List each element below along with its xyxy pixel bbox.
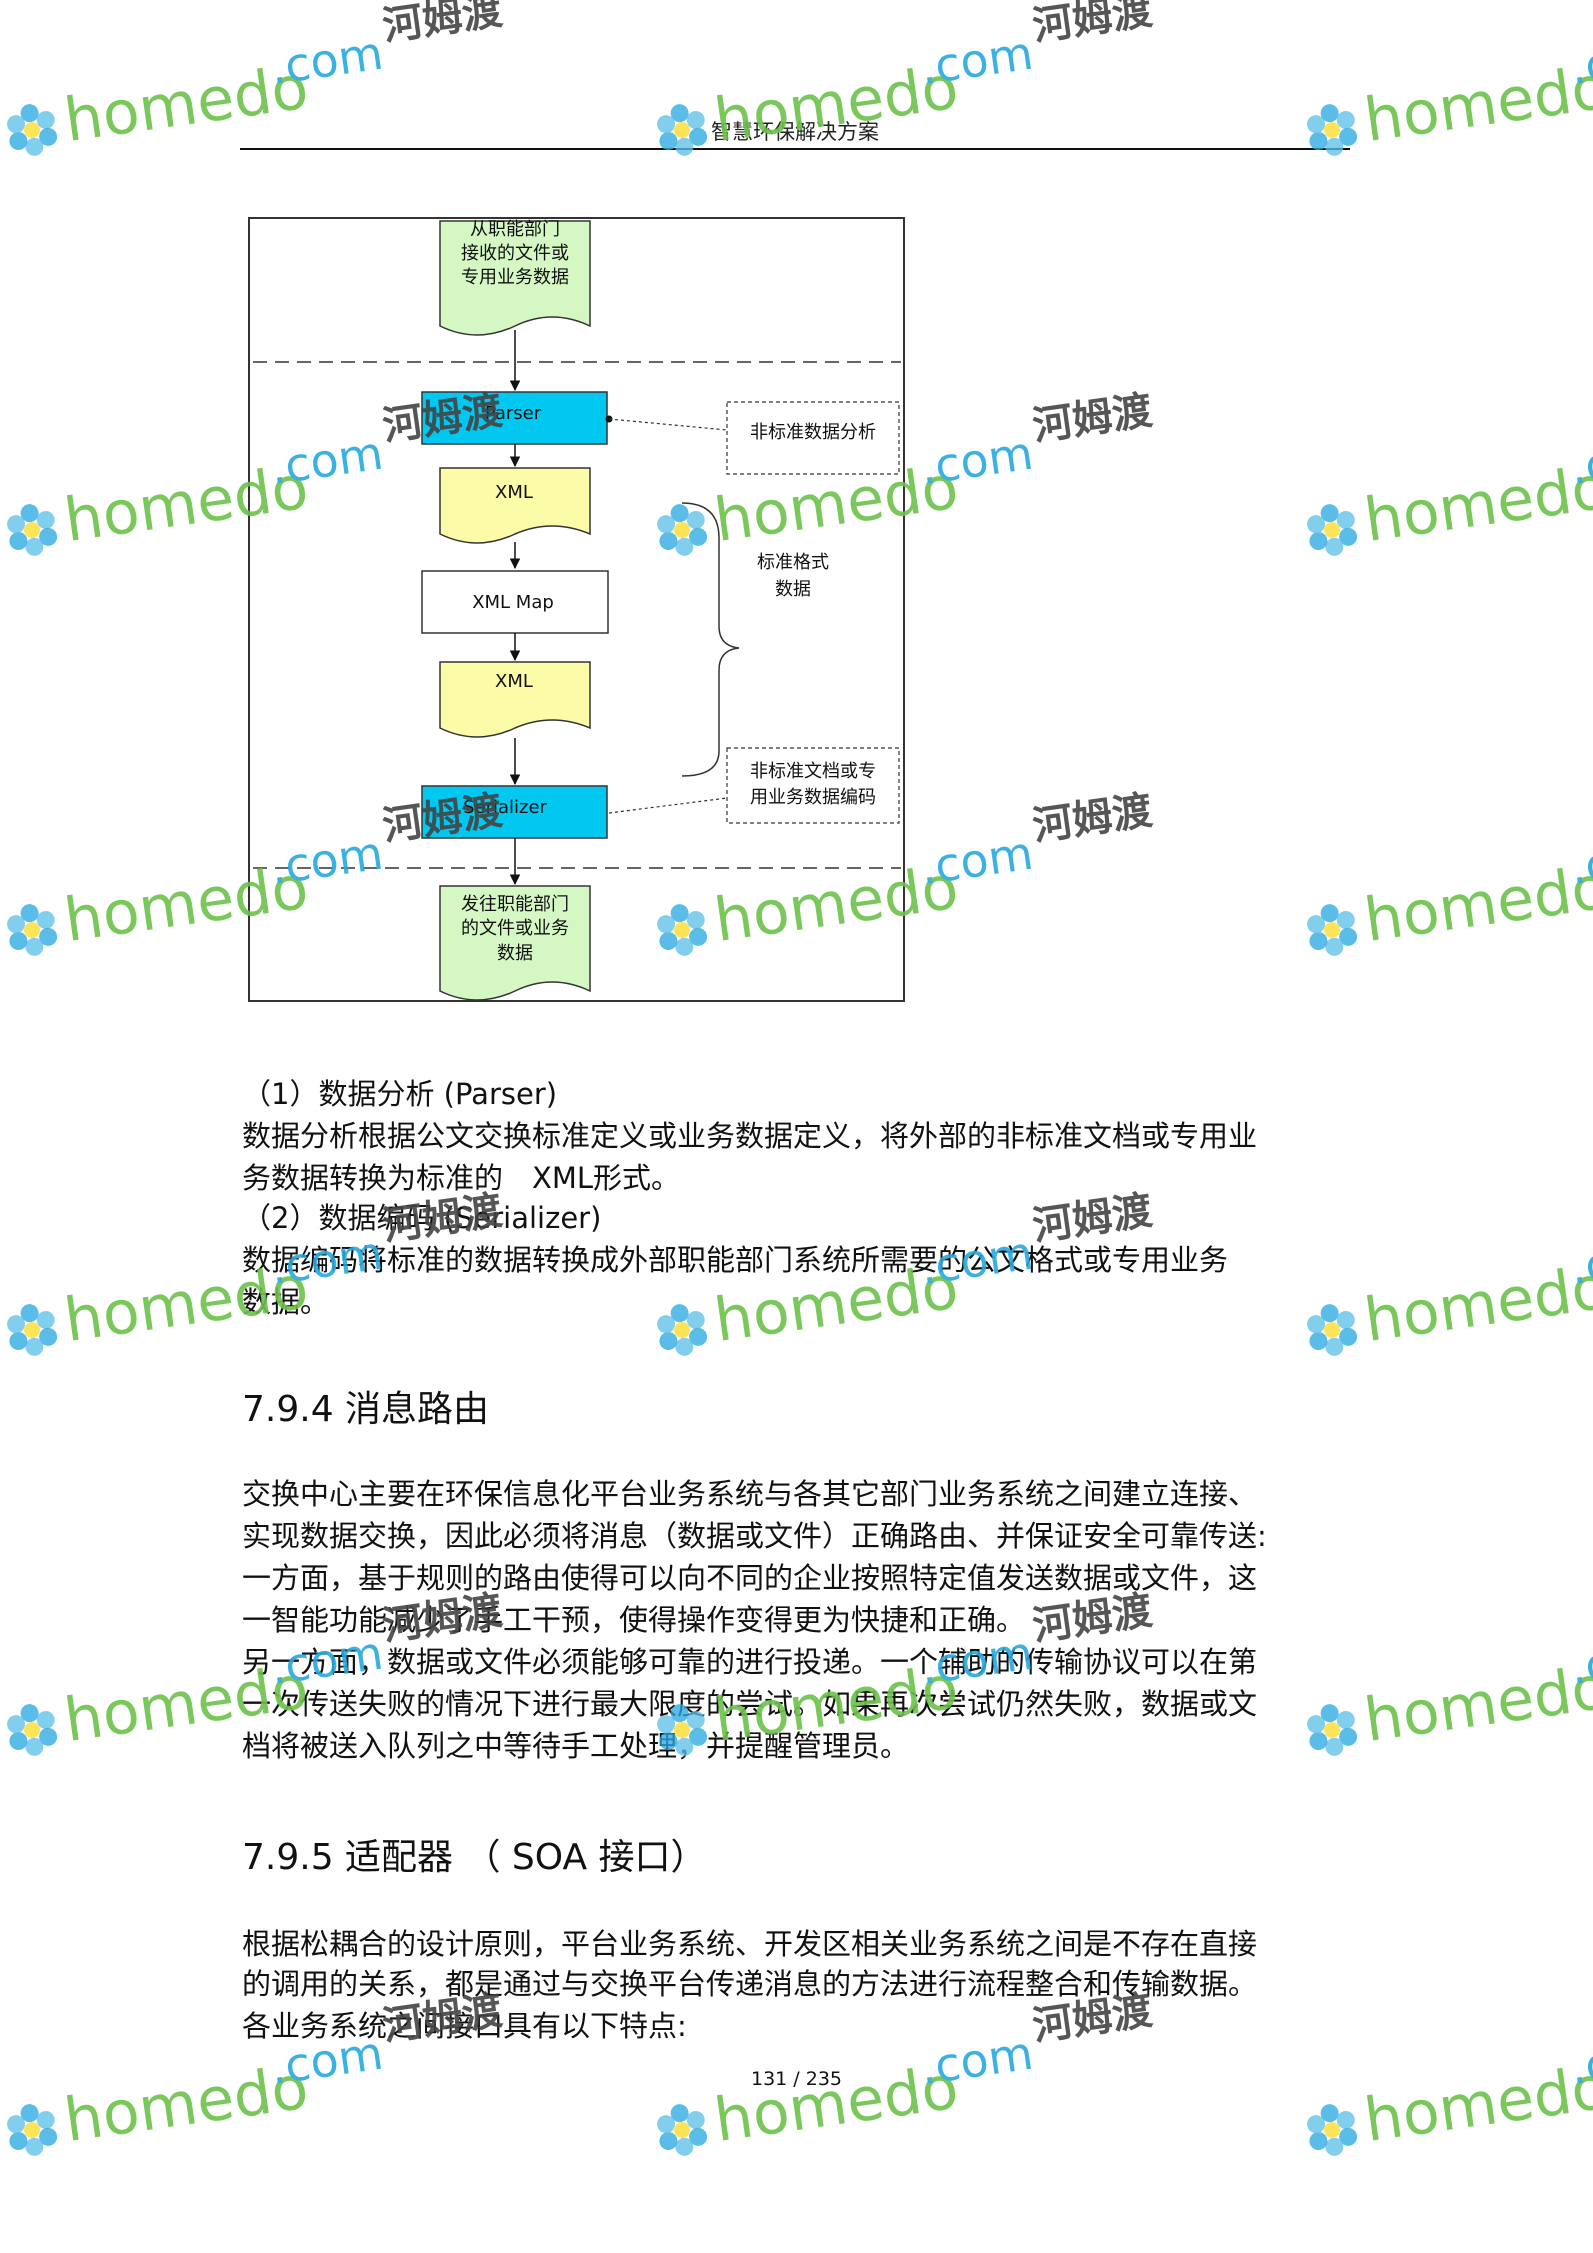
flower-icon <box>1304 900 1360 960</box>
parser-box <box>421 391 608 445</box>
watermark-domain: .com <box>917 826 1036 895</box>
flower-icon <box>1304 1700 1360 1760</box>
header-rule <box>240 148 1350 150</box>
note-parse-box <box>726 401 900 475</box>
parser-heading: （1）数据分析 (Parser) <box>242 1077 558 1111</box>
serializer-heading: （2）数据编码 (Serializer) <box>242 1201 602 1235</box>
parser-note-connector <box>608 418 728 431</box>
watermark-domain: .com <box>917 26 1036 95</box>
watermark-brand: homedo <box>1360 1253 1593 1356</box>
note-encode-line2: 用业务数据编码 <box>750 787 876 808</box>
watermark-domain: .com <box>1567 426 1593 495</box>
header-title: 智慧环保解决方案 <box>711 120 879 144</box>
watermark-domain: .com <box>917 426 1036 495</box>
watermark-brand: homedo <box>1360 53 1593 156</box>
flower-icon <box>4 2100 60 2160</box>
end-doc-line1: 发往职能部门 <box>461 894 569 915</box>
serializer-desc-line2: 数据。 <box>242 1285 330 1319</box>
watermark-domain: .com <box>1567 1626 1593 1695</box>
watermark-brand: homedo <box>1360 453 1593 556</box>
adapter-line3: 各业务系统之间接口具有以下特点: <box>242 2009 687 2043</box>
section-title-message-routing: 7.9.4 消息路由 <box>242 1389 490 1430</box>
watermark-domain: .com <box>1567 826 1593 895</box>
start-document-shape <box>439 220 591 336</box>
end-doc-line3: 数据 <box>497 943 533 964</box>
xml2-document-shape <box>439 661 591 738</box>
section-title-adapter: 7.9.5 适配器 （ SOA 接口） <box>242 1837 707 1878</box>
serializer-box <box>421 785 608 839</box>
routing-line6: 一次传送失败的情况下进行最大限度的尝试。如果再次尝试仍然失败，数据或文 <box>242 1687 1258 1721</box>
watermark-cn: 河姆渡 <box>1030 0 1155 50</box>
adapter-line2: 的调用的关系，都是通过与交换平台传递消息的方法进行流程整合和传输数据。 <box>242 1967 1258 2001</box>
start-doc-line2: 接收的文件或 <box>461 243 569 264</box>
routing-line1: 交换中心主要在环保信息化平台业务系统与各其它部门业务系统之间建立连接、 <box>242 1477 1258 1511</box>
routing-line4: 一智能功能减少了手工干预，使得操作变得更为快捷和正确。 <box>242 1603 1026 1637</box>
serializer-note-connector <box>608 797 728 814</box>
note-encode-box <box>726 747 900 824</box>
end-document-shape <box>439 885 591 1001</box>
flower-icon <box>4 100 60 160</box>
note-encode-line1: 非标准文档或专 <box>750 761 876 782</box>
routing-line7: 档将被送入队列之中等待手工处理，并提醒管理员。 <box>242 1729 910 1763</box>
note-parse-label: 非标准数据分析 <box>750 422 876 443</box>
adapter-line1: 根据松耦合的设计原则，平台业务系统、开发区相关业务系统之间是不存在直接 <box>242 1927 1258 1961</box>
flower-icon <box>1304 1300 1360 1360</box>
serializer-label: Serializer <box>463 797 547 818</box>
watermark-domain: .com <box>1567 26 1593 95</box>
watermark-domain: .com <box>267 26 386 95</box>
routing-line5: 另一方面，数据或文件必须能够可靠的进行投递。一个辅助的传输协议可以在第 <box>242 1645 1258 1679</box>
parser-desc-line2: 务数据转换为标准的 XML形式。 <box>242 1161 681 1195</box>
flower-icon <box>4 900 60 960</box>
watermark-domain: .com <box>1567 1226 1593 1295</box>
xml2-label: XML <box>495 671 533 692</box>
watermark-cn: 河姆渡 <box>1030 388 1155 450</box>
flower-icon <box>654 2100 710 2160</box>
end-doc-line2: 的文件或业务 <box>461 918 569 939</box>
watermark-cn: 河姆渡 <box>380 0 505 50</box>
xmlmap-label: XML Map <box>472 592 554 613</box>
note-standard-line1: 标准格式 <box>757 552 829 573</box>
flower-icon <box>654 1300 710 1360</box>
standard-format-brace <box>681 502 740 777</box>
serializer-desc-line1: 数据编码将标准的数据转换成外部职能部门系统所需要的公文格式或专用业务 <box>242 1243 1229 1277</box>
routing-line2: 实现数据交换，因此必须将消息（数据或文件）正确路由、并保证安全可靠传送: <box>242 1519 1267 1553</box>
watermark-brand: homedo <box>1360 853 1593 956</box>
start-doc-line1: 从职能部门 <box>470 219 560 240</box>
note-standard-line2: 数据 <box>775 579 811 600</box>
watermark-brand: homedo <box>1360 1653 1593 1756</box>
flower-icon <box>1304 2100 1360 2160</box>
page-number: 131 / 235 <box>750 2068 842 2090</box>
xml1-label: XML <box>495 482 533 503</box>
xml1-document-shape <box>439 467 591 544</box>
flower-icon <box>1304 500 1360 560</box>
flower-icon <box>4 1700 60 1760</box>
start-doc-line3: 专用业务数据 <box>461 267 569 288</box>
flower-icon <box>4 1300 60 1360</box>
routing-line3: 一方面，基于规则的路由使得可以向不同的企业按照特定值发送数据或文件，这 <box>242 1561 1258 1595</box>
watermark-cn: 河姆渡 <box>1030 788 1155 850</box>
parser-desc-line1: 数据分析根据公文交换标准定义或业务数据定义，将外部的非标准文档或专用业 <box>242 1119 1258 1153</box>
page-header: 智慧环保解决方案 <box>240 110 1350 150</box>
flow-diagram: 从职能部门 接收的文件或 专用业务数据 Parser XML XML Map X… <box>248 217 905 1002</box>
parser-label: Parser <box>485 403 542 424</box>
flower-icon <box>4 500 60 560</box>
